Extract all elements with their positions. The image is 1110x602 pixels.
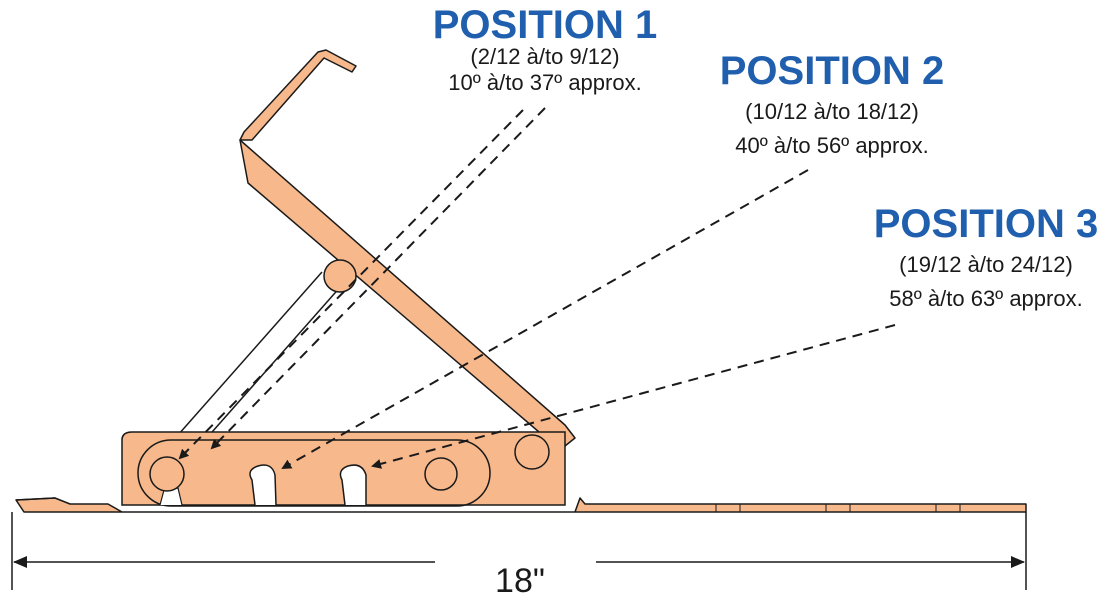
leader-position-1a	[210, 107, 546, 450]
position-2-title: POSITION 2	[720, 49, 945, 93]
position-1-angle: 10º à/to 37º approx.	[448, 70, 641, 95]
slotted-channel	[121, 431, 566, 507]
rivets	[149, 259, 550, 492]
position-3-angle: 58º à/to 63º approx.	[889, 286, 1082, 311]
rivet-upper	[323, 259, 357, 293]
rivet-right	[424, 457, 458, 491]
dimension-18in: 18"	[11, 512, 1027, 600]
position-1-range: (2/12 à/to 9/12)	[470, 44, 619, 69]
position-3-range: (19/12 à/to 24/12)	[899, 252, 1073, 277]
position-3-title: POSITION 3	[874, 202, 1099, 246]
leader-lines	[178, 107, 896, 469]
leader-position-1b	[178, 109, 524, 460]
rivet-position-1	[149, 456, 185, 492]
position-3-label: POSITION 3 (19/12 à/to 24/12) 58º à/to 6…	[874, 202, 1099, 311]
position-1-label: POSITION 1 (2/12 à/to 9/12) 10º à/to 37º…	[433, 3, 658, 95]
position-1-title: POSITION 1	[433, 3, 658, 47]
position-2-label: POSITION 2 (10/12 à/to 18/12) 40º à/to 5…	[720, 49, 945, 158]
rivet-pivot	[514, 434, 550, 470]
dimension-label: 18"	[495, 562, 545, 600]
base-plate	[15, 497, 1027, 513]
leader-position-3	[371, 324, 896, 469]
position-2-range: (10/12 à/to 18/12)	[745, 99, 919, 124]
angled-bracket	[239, 49, 576, 451]
position-2-angle: 40º à/to 56º approx.	[735, 133, 928, 158]
support-arm	[177, 271, 343, 441]
